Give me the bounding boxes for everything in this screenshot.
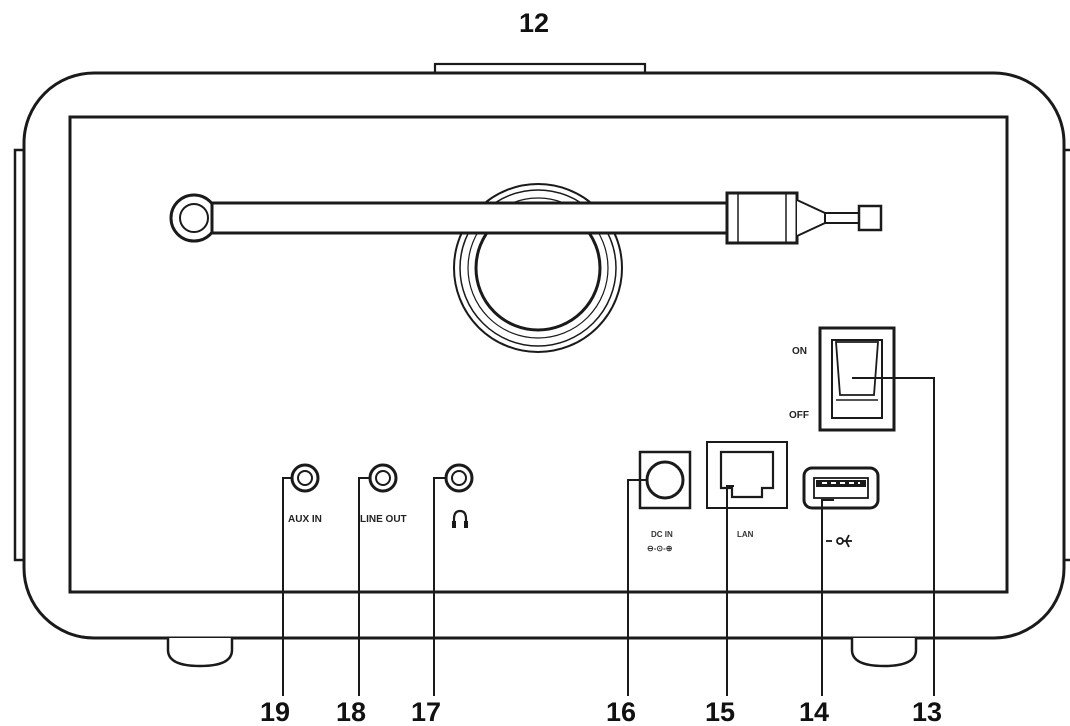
- foot-right: [850, 638, 918, 668]
- foot-left: [166, 638, 234, 668]
- headphone-jack: [444, 463, 474, 493]
- callout-19: 19: [260, 697, 290, 726]
- left-side-trim: [13, 148, 24, 562]
- dc-in-socket: [638, 450, 692, 510]
- callout-15: 15: [705, 697, 735, 726]
- aux-in-label: AUX IN: [288, 514, 322, 525]
- line-out-label: LINE OUT: [360, 514, 407, 525]
- switch-off-label: OFF: [789, 410, 809, 421]
- switch-on-label: ON: [792, 346, 807, 357]
- dc-in-polarity: ⊖-⊙-⊕: [647, 544, 673, 553]
- usb-icon: [826, 534, 852, 548]
- headphone-icon: [452, 509, 468, 527]
- lan-label: LAN: [737, 530, 754, 539]
- aux-in-jack: [290, 463, 320, 493]
- callout-lines: [282, 377, 935, 696]
- callout-18: 18: [336, 697, 366, 726]
- callout-12: 12: [519, 8, 549, 38]
- lan-port: [706, 441, 788, 509]
- callout-13: 13: [912, 697, 942, 726]
- callout-14: 14: [799, 697, 829, 726]
- line-out-jack: [368, 463, 398, 493]
- callout-17: 17: [411, 697, 441, 726]
- usb-port: [802, 466, 880, 510]
- right-side-trim: [1064, 148, 1070, 562]
- dc-in-label: DC IN: [651, 530, 673, 539]
- antenna: [169, 191, 883, 245]
- callout-16: 16: [606, 697, 636, 726]
